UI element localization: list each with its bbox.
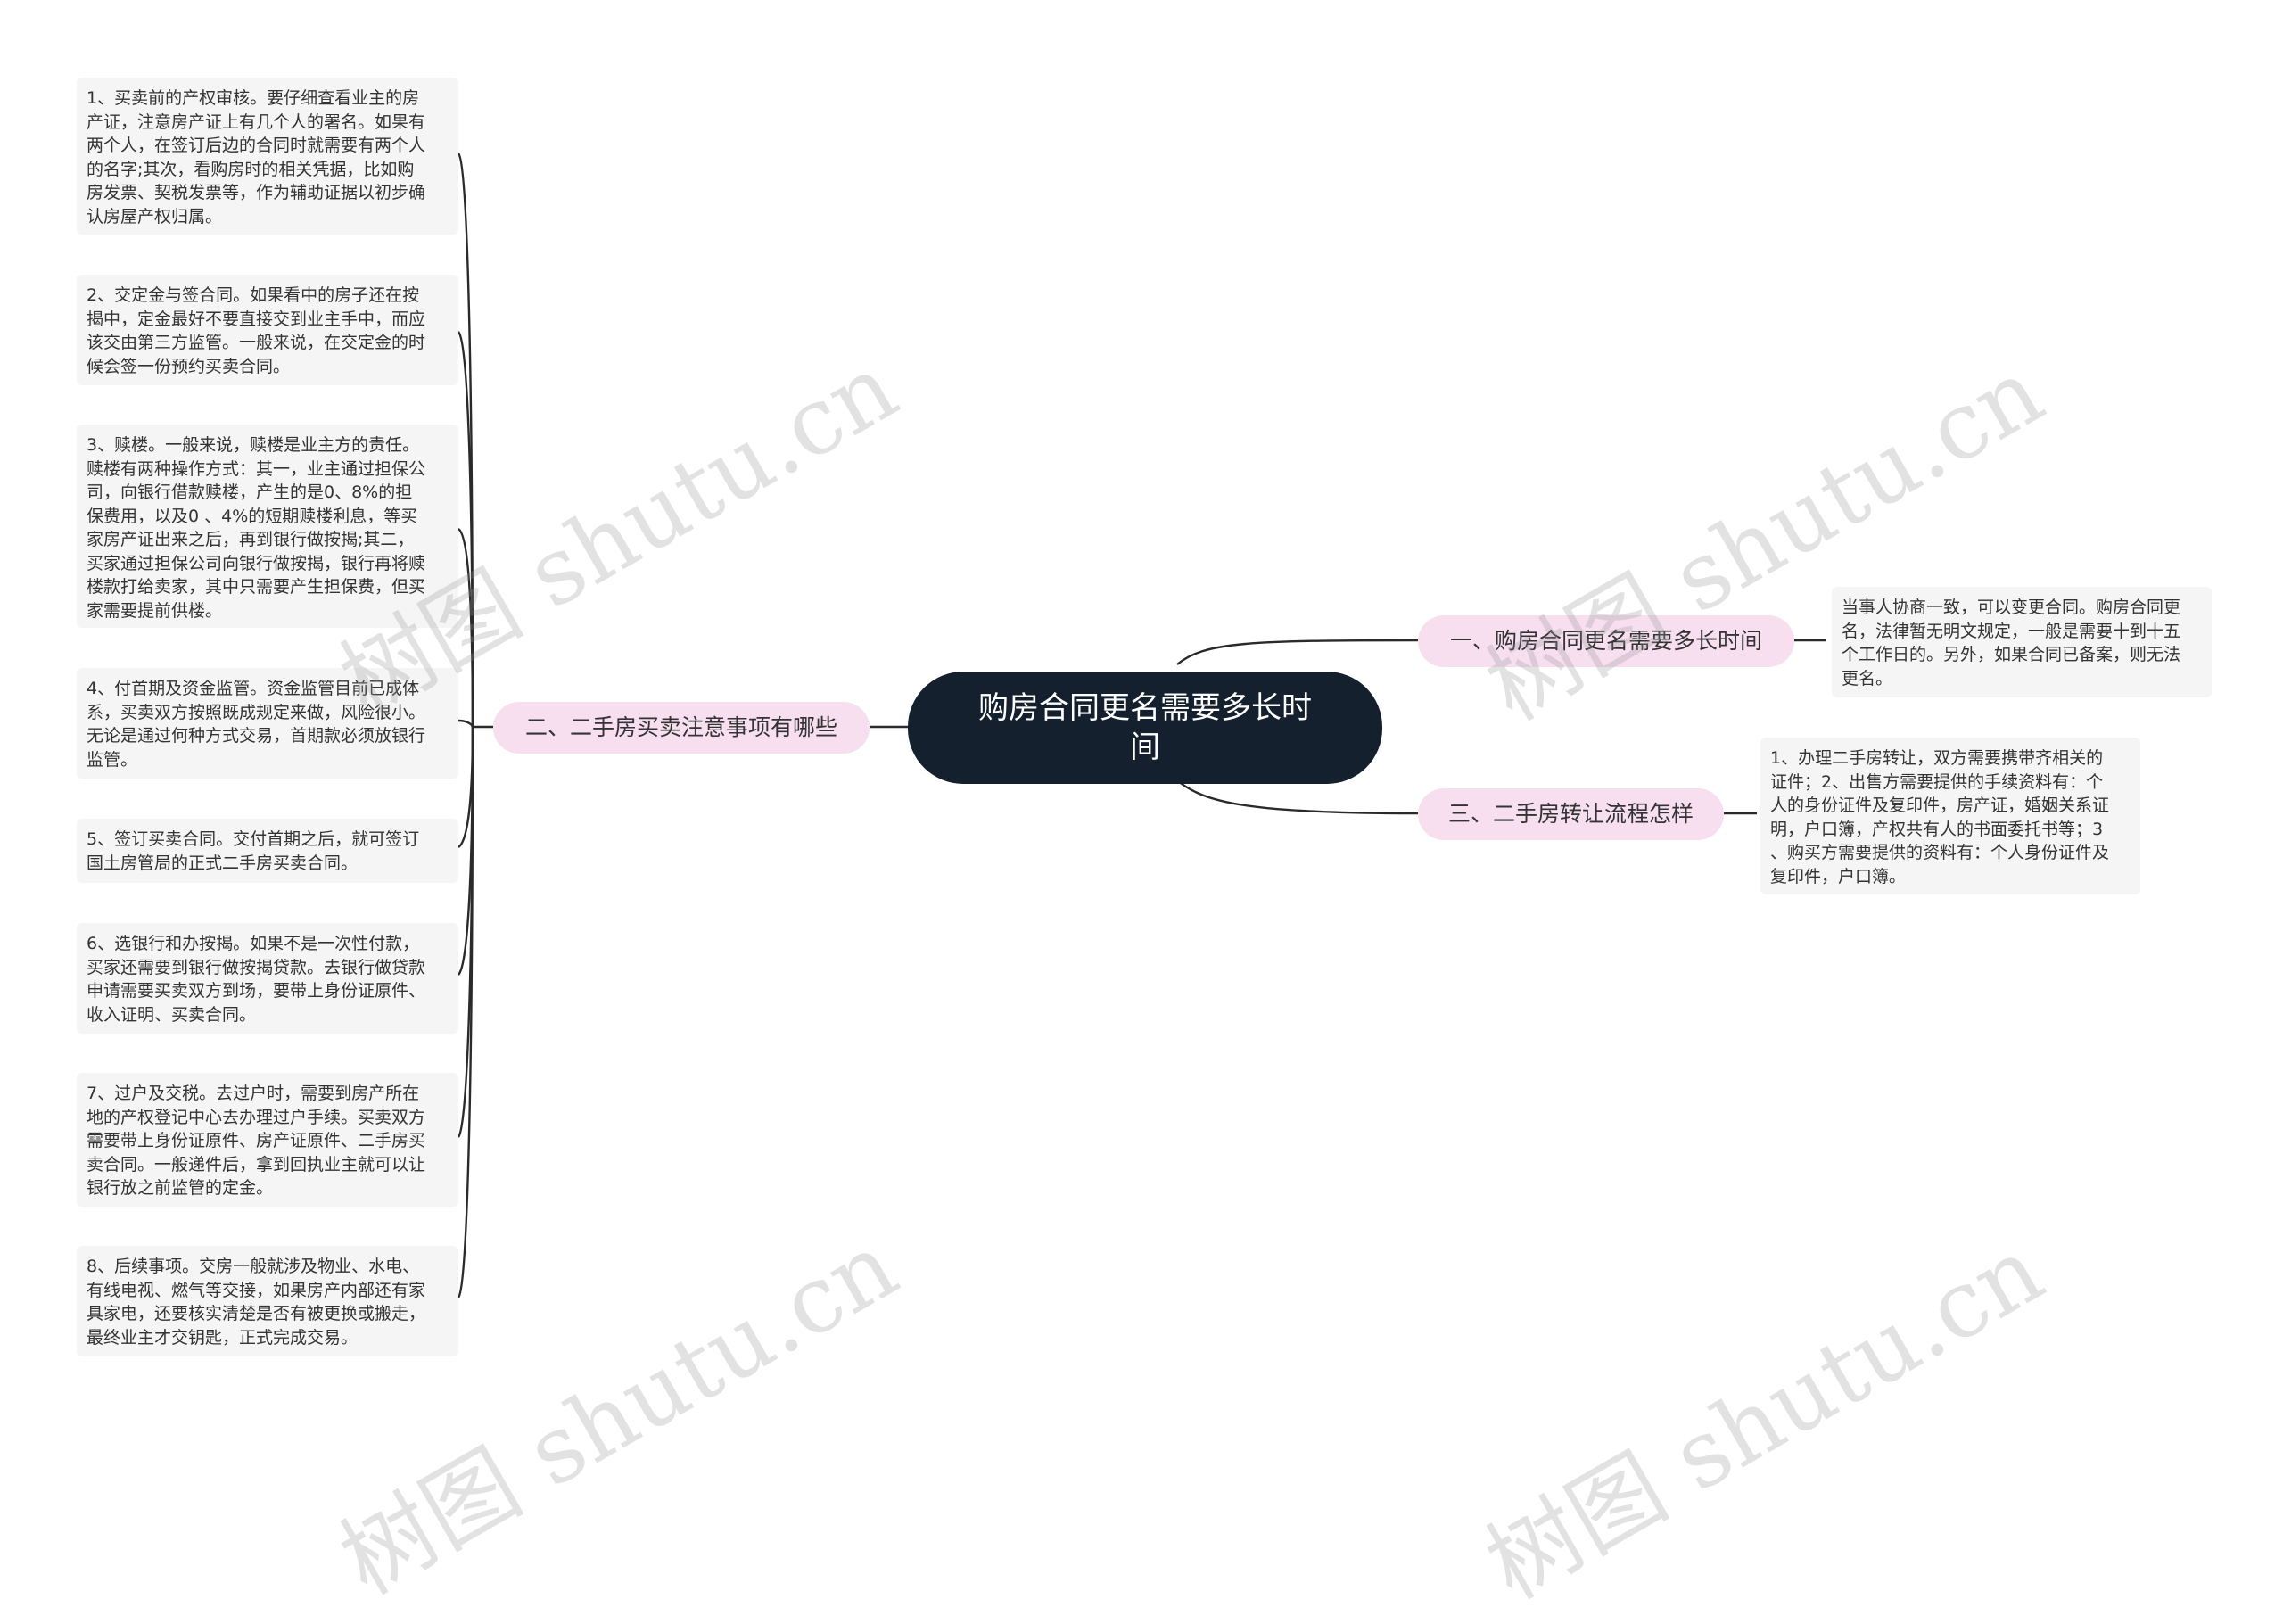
root-topic[interactable]: 购房合同更名需要多长时间 [908, 672, 1382, 784]
branch-right-duration[interactable]: 一、购房合同更名需要多长时间 [1418, 615, 1794, 667]
link-root-right2 [1176, 779, 1419, 815]
link-root-right1 [1176, 639, 1419, 665]
branch-right-process[interactable]: 三、二手房转让流程怎样 [1418, 788, 1724, 840]
left-leaf-3: 3、赎楼。一般来说，赎楼是业主方的责任。 赎楼有两种操作方式：其一，业主通过担保… [77, 425, 458, 628]
branch-left-notes[interactable]: 二、二手房买卖注意事项有哪些 [493, 702, 870, 754]
link-left-leaf-4 [457, 719, 474, 728]
left-leaf-8: 8、后续事项。交房一般就涉及物业、水电、 有线电视、燃气等交接，如果房产内部还有… [77, 1246, 458, 1356]
left-leaf-4: 4、付首期及资金监管。资金监管目前已成体 系，买卖双方按照既成规定来做，风险很小… [77, 668, 458, 779]
left-leaf-7: 7、过户及交税。去过户时，需要到房产所在 地的产权登记中心去办理过户手续。买卖双… [77, 1073, 458, 1207]
left-leaf-6: 6、选银行和办按揭。如果不是一次性付款， 买家还需要到银行做按揭贷款。去银行做贷… [77, 923, 458, 1034]
link-left-leaf-3 [457, 527, 474, 728]
root-title: 购房合同更名需要多长时间 [978, 690, 1312, 765]
right-leaf-duration: 当事人协商一致，可以变更合同。购房合同更 名，法律暂无明文规定，一般是需要十到十… [1832, 587, 2212, 697]
link-left-leaf-1 [457, 153, 474, 728]
mind-map-canvas: 1、买卖前的产权审核。要仔细查看业主的房 产证，注意房产证上有几个人的署名。如果… [77, 78, 2212, 1620]
left-leaf-2: 2、交定金与签合同。如果看中的房子还在按 揭中，定金最好不要直接交到业主手中，而… [77, 275, 458, 385]
right-leaf-process: 1、办理二手房转让，双方需要携带齐相关的 证件；2、出售方需要提供的手续资料有：… [1760, 738, 2140, 894]
connector-lines [457, 153, 1826, 1298]
link-left-leaf-8 [457, 726, 474, 1298]
left-leaf-1: 1、买卖前的产权审核。要仔细查看业主的房 产证，注意房产证上有几个人的署名。如果… [77, 78, 458, 235]
left-leaf-5: 5、签订买卖合同。交付首期之后，就可签订 国土房管局的正式二手房买卖合同。 [77, 819, 458, 883]
link-left-leaf-2 [457, 331, 474, 728]
link-left-leaf-5 [457, 726, 474, 849]
